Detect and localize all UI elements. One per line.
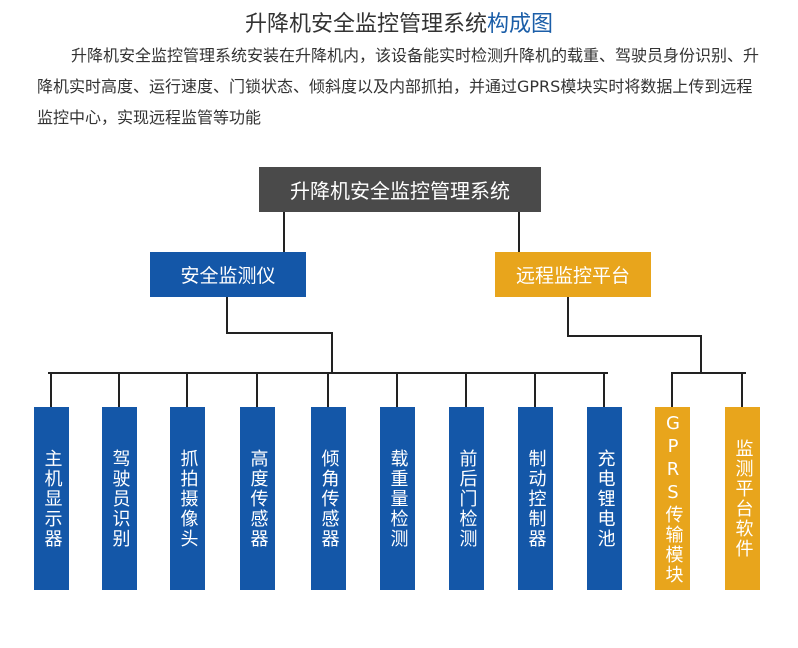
root-node: 升降机安全监控管理系统: [259, 167, 541, 212]
connector: [283, 212, 285, 252]
connector: [741, 372, 743, 407]
leaf-node: 监测平台软件: [725, 407, 760, 590]
connector: [534, 372, 536, 407]
node-remote-platform: 远程监控平台: [495, 252, 651, 297]
connector: [518, 212, 520, 252]
leaf-node: 前后门检测: [449, 407, 484, 590]
description: 升降机安全监控管理系统安装在升降机内，该设备能实时检测升降机的载重、驾驶员身份识…: [37, 46, 760, 127]
title-main: 升降机安全监控管理系统: [244, 12, 487, 37]
connector: [50, 372, 52, 407]
leaf-node: 倾角传感器: [311, 407, 346, 590]
leaf-node: 载重量检测: [380, 407, 415, 590]
connector: [186, 372, 188, 407]
connector: [700, 335, 702, 373]
leaf-node: 抓拍摄像头: [170, 407, 205, 590]
leaf-node: 制动控制器: [518, 407, 553, 590]
connector: [567, 335, 702, 337]
connector: [226, 332, 333, 334]
connector: [672, 372, 746, 374]
connector: [671, 372, 673, 407]
connector: [331, 332, 333, 373]
connector: [396, 372, 398, 407]
leaf-node: 充电锂电池: [587, 407, 622, 590]
leaf-node: 高度传感器: [240, 407, 275, 590]
connector: [567, 297, 569, 336]
leaf-node: 主机显示器: [34, 407, 69, 590]
title-highlight: 构成图: [487, 12, 554, 37]
connector: [118, 372, 120, 407]
leaf-node: 驾驶员识别: [102, 407, 137, 590]
node-safety-monitor: 安全监测仪: [150, 252, 306, 297]
page-title: 升降机安全监控管理系统构成图: [0, 6, 798, 38]
connector: [465, 372, 467, 407]
connector: [603, 372, 605, 407]
leaf-node: GPRS传输模块: [655, 407, 690, 590]
connector: [327, 372, 329, 407]
connector: [256, 372, 258, 407]
connector: [226, 297, 228, 333]
